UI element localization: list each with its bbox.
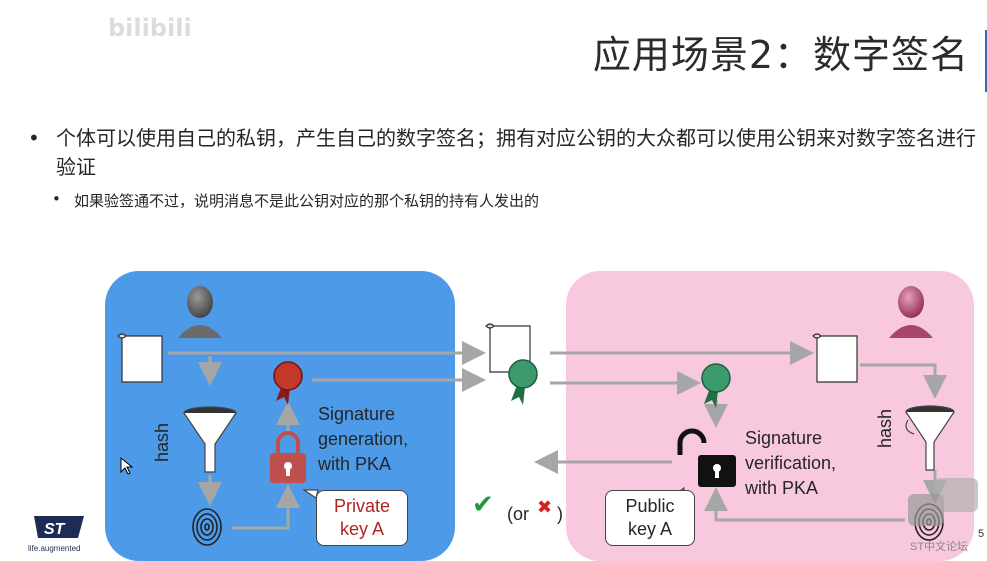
cross-mark-icon: ✖ (537, 497, 553, 518)
sig-ver-line2: verification, (745, 453, 837, 473)
hash-label-left: hash (152, 422, 172, 462)
logo-tagline: life.augmented (28, 544, 81, 553)
public-key-box: Public key A (605, 490, 695, 546)
lock-closed-red-icon (270, 431, 306, 483)
result-close-paren: ) (557, 504, 563, 524)
signature-verification-label: Signature verification, with PKA (745, 426, 836, 501)
seal-green-receiver-icon (701, 363, 731, 408)
bullet-sub-dot: • (52, 190, 61, 208)
private-key-line1: Private (333, 496, 391, 516)
sig-gen-line2: generation, (318, 429, 409, 449)
st-logo-icon: ST (34, 516, 84, 538)
svg-text:ST: ST (44, 521, 66, 538)
sig-gen-line1: Signature (318, 404, 396, 424)
sig-ver-line3: with PKA (745, 478, 819, 498)
check-mark-icon: ✔ (472, 490, 494, 520)
forum-watermark-text: ST中文论坛 (910, 541, 969, 553)
hash-funnel-right-icon (905, 405, 955, 471)
verifier-person-icon (889, 286, 933, 338)
bullet-main-text: 个体可以使用自己的私钥，产生自己的数字签名；拥有对应公钥的大众都可以使用公钥来对… (56, 126, 976, 179)
public-key-line1: Public (625, 496, 675, 516)
signer-person-icon (178, 286, 222, 338)
result-or-label: (or (507, 504, 529, 524)
seal-green-transit-icon (508, 359, 538, 405)
seal-red-icon (273, 361, 303, 405)
bullet-main: • 个体可以使用自己的私钥，产生自己的数字签名；拥有对应公钥的大众都可以使用公钥… (28, 124, 978, 184)
sig-gen-line3: with PKA (318, 454, 392, 474)
document-icon-sender (117, 333, 163, 383)
forum-watermark-icon (908, 478, 978, 526)
bullet-dot: • (28, 126, 40, 150)
sig-ver-line1: Signature (745, 428, 823, 448)
signature-generation-label: Signature generation, with PKA (318, 402, 408, 477)
page-number: 5 (978, 528, 985, 540)
document-icon-receiver (812, 333, 858, 383)
private-key-line2: key A (339, 519, 385, 539)
hash-label-right: hash (875, 408, 895, 448)
bilibili-watermark: bilibili (108, 14, 192, 42)
title-accent-line (985, 30, 987, 92)
flow-arrows (168, 341, 947, 530)
private-key-box: Private key A (316, 490, 408, 546)
fingerprint-left-icon (192, 508, 222, 546)
hash-funnel-left-icon (183, 406, 237, 473)
public-key-line2: key A (627, 519, 673, 539)
slide-title: 应用场景2：数字签名 (592, 33, 969, 77)
mouse-cursor-icon (120, 456, 134, 475)
bullet-sub-text: 如果验签通不过，说明消息不是此公钥对应的那个私钥的持有人发出的 (74, 192, 540, 210)
lock-open-black-icon (677, 428, 736, 487)
